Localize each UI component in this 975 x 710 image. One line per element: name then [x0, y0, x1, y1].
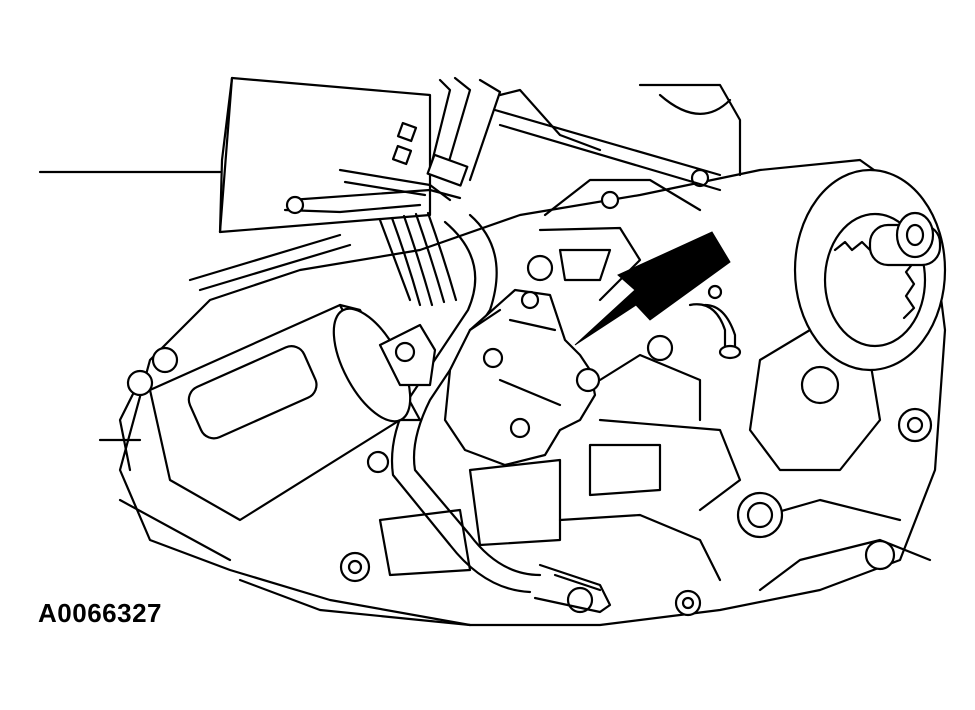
- bolt-bosses: [126, 168, 933, 617]
- vent-tube: [390, 213, 612, 614]
- wiring-harness: [188, 76, 722, 307]
- callout-arrow: [574, 231, 731, 346]
- motor-label-plate: [187, 345, 318, 440]
- breather-fitting: [688, 284, 742, 360]
- output-shaft-gear: [793, 168, 947, 372]
- shift-motor: [148, 303, 422, 522]
- figure-code: A0066327: [38, 598, 162, 628]
- range-sensor: [378, 288, 601, 467]
